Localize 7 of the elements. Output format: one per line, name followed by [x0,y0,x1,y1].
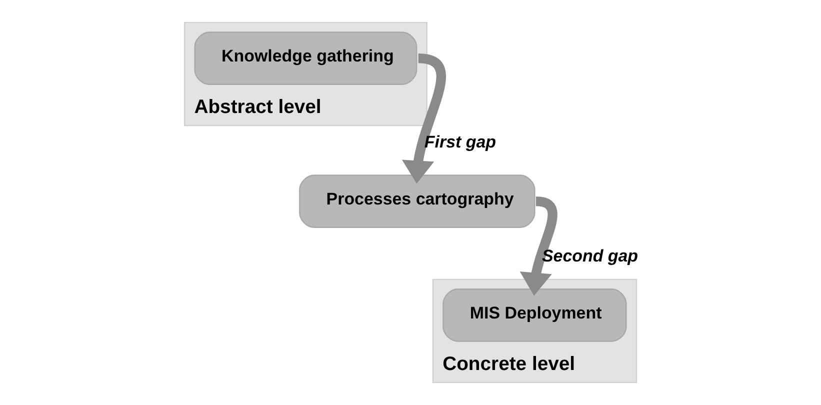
edge-label: First gap [424,132,496,152]
node-box: Knowledge gathering [194,32,418,85]
arrow [520,196,558,296]
node-box: MIS Deployment [442,288,627,342]
edge-label: Second gap [542,246,638,266]
arrow [402,54,446,184]
node-box: Processes cartography [299,174,536,228]
